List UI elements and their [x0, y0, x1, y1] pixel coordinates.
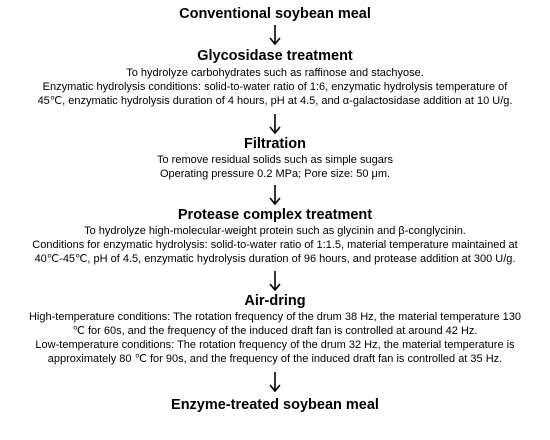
start-node: Conventional soybean meal [179, 6, 371, 22]
step-line: To remove residual solids such as simple… [157, 153, 393, 166]
step-line: Enzymatic hydrolysis conditions: solid-t… [42, 81, 508, 94]
step-line: ℃ for 60s, and the frequency of the indu… [72, 324, 478, 337]
step-air-drying: Air-dring High-temperature conditions: T… [0, 293, 550, 367]
step-glycosidase: Glycosidase treatment To hydrolyze carbo… [0, 48, 550, 109]
step-line: approximately 80 ℃ for 90s, and the freq… [47, 353, 503, 366]
step-line: High-temperature conditions: The rotatio… [28, 310, 521, 323]
step-line: 40℃-45℃, pH of 4.5, enzymatic hydrolysis… [34, 253, 516, 266]
step-line: To hydrolyze high-molecular-weight prote… [84, 225, 466, 238]
step-protease: Protease complex treatment To hydrolyze … [0, 207, 550, 267]
step-title: Protease complex treatment [177, 207, 373, 224]
step-title: Glycosidase treatment [197, 48, 353, 64]
step-filtration: Filtration To remove residual solids suc… [0, 136, 550, 181]
down-arrow-icon [0, 371, 550, 393]
down-arrow-icon [0, 184, 550, 206]
step-line: Conditions for enzymatic hydrolysis: sol… [32, 239, 518, 252]
step-line: To hydrolyze carbohydrates such as raffi… [126, 67, 424, 79]
down-arrow-icon [0, 270, 550, 292]
down-arrow-icon [0, 24, 550, 46]
step-title: Air-dring [244, 292, 306, 309]
step-line: Low-temperature conditions: The rotation… [35, 339, 515, 352]
step-line: Operating pressure 0.2 MPa; Pore size: 5… [159, 167, 391, 180]
step-line: 45℃, enzymatic hydrolysis duration of 4 … [37, 95, 513, 108]
end-node: Enzyme-treated soybean meal [171, 397, 379, 414]
down-arrow-icon [0, 113, 550, 135]
step-title: Filtration [243, 135, 307, 152]
flowchart: Conventional soybean meal Glycosidase tr… [0, 6, 550, 414]
